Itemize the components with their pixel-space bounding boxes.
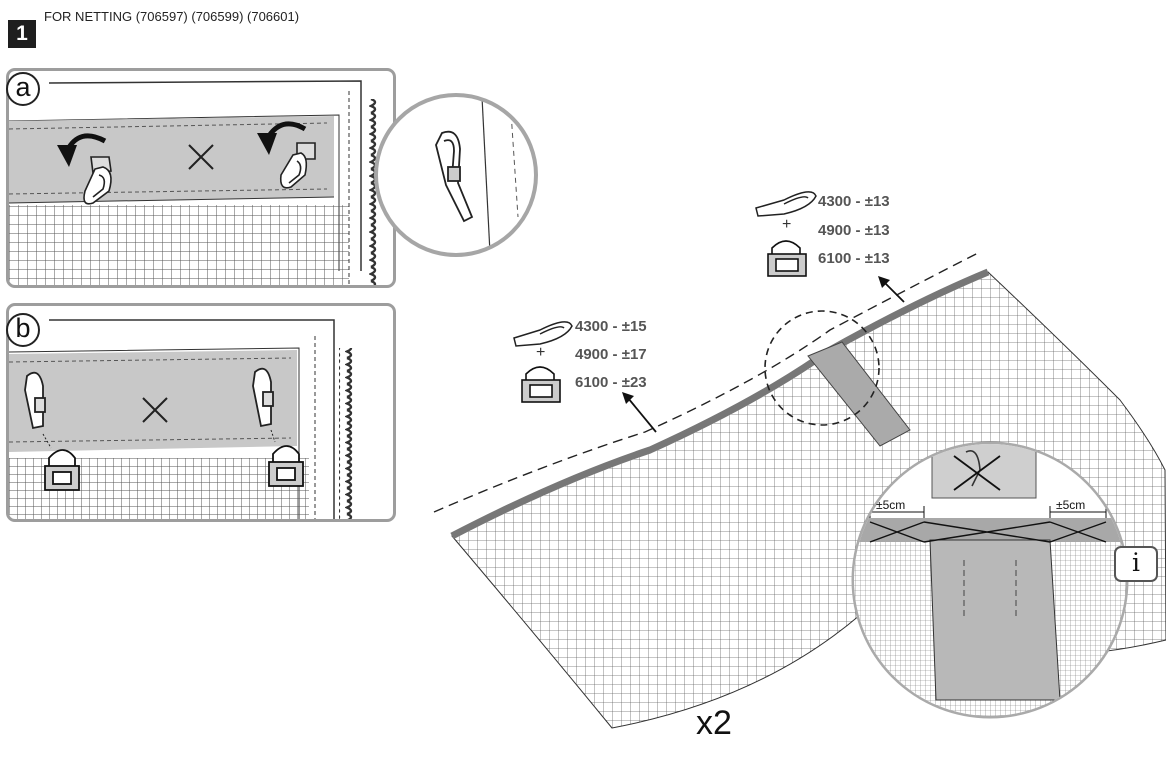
- step-number-badge: 1: [8, 20, 36, 48]
- info-icon: i: [1114, 546, 1158, 582]
- plus-sign: +: [536, 344, 546, 361]
- spec-row-4300: 4300 - ±15: [575, 318, 647, 335]
- hook-zoom-detail: [374, 93, 538, 257]
- detail-panel-a: [6, 68, 396, 288]
- spec-row-4900: 4900 - ±17: [575, 346, 647, 363]
- clamp-right: [268, 445, 304, 487]
- clip-hook-icon: [513, 321, 573, 347]
- panel-a-label: a: [6, 72, 40, 106]
- detail-panel-b: [6, 303, 396, 522]
- panel-b-label: b: [6, 313, 40, 347]
- plus-sign: +: [782, 216, 792, 233]
- hook-zoom-illustration: [435, 97, 519, 253]
- hook-right: [279, 142, 316, 189]
- spec-row-6100: 6100 - ±13: [818, 250, 890, 267]
- spec-row-4300: 4300 - ±13: [818, 193, 890, 210]
- panel-a-illustration: [9, 80, 381, 285]
- clip-hook-icon: [755, 191, 817, 217]
- spec-row-4900: 4900 - ±13: [818, 222, 890, 239]
- pole-clamp-icon: [521, 366, 561, 403]
- clamp-left: [44, 449, 80, 491]
- spacing-label-right: ±5cm: [1056, 498, 1086, 512]
- quantity-multiplier: x2: [696, 704, 732, 742]
- panel-b-illustration: [9, 319, 353, 519]
- hook-left: [83, 156, 112, 205]
- spec-row-6100: 6100 - ±23: [575, 374, 647, 391]
- spacing-label-left: ±5cm: [876, 498, 906, 512]
- pole-clamp-icon: [767, 240, 807, 277]
- step-title: FOR NETTING (706597) (706599) (706601): [44, 9, 300, 24]
